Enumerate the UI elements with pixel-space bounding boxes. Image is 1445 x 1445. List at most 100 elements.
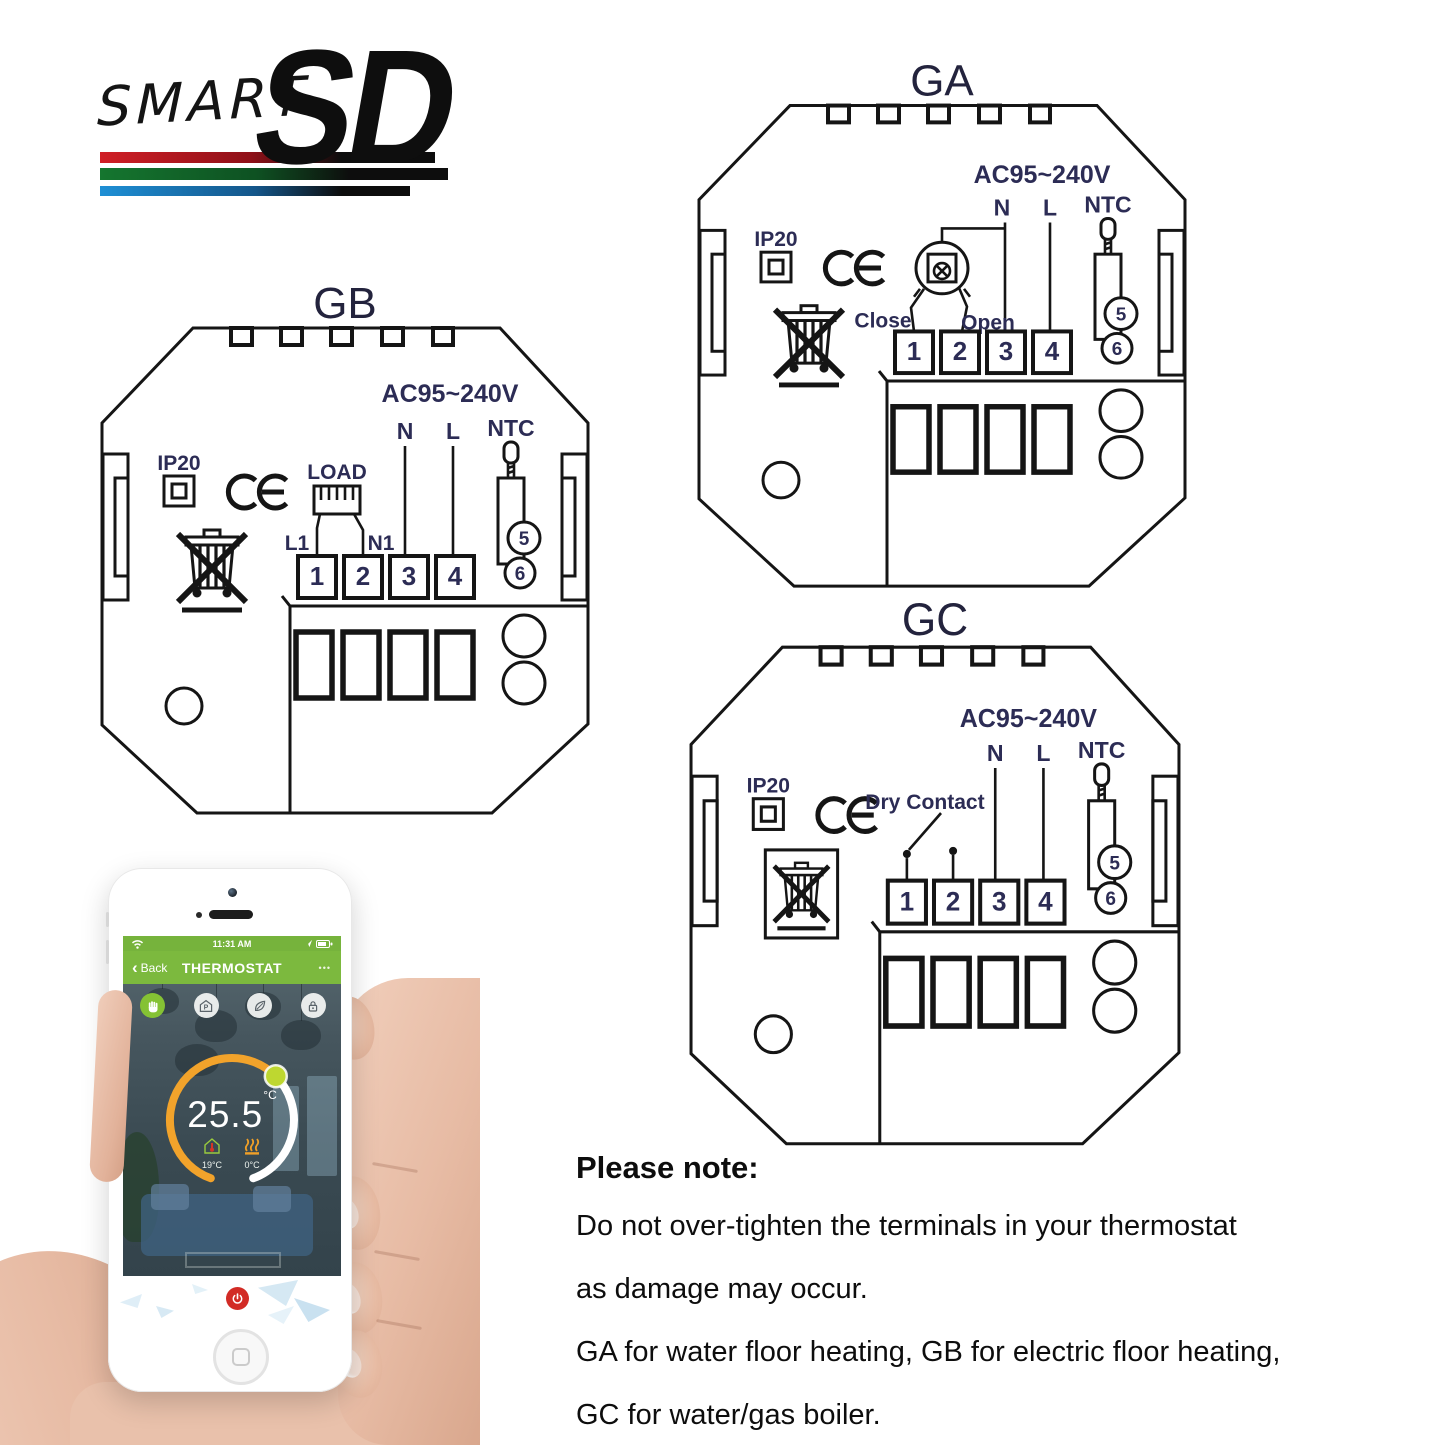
room-temp-icon (204, 1138, 220, 1154)
terminal-4: 4 (448, 561, 463, 591)
ip-rating-label: IP20 (747, 773, 790, 797)
note-line: GC for water/gas boiler. (576, 1399, 881, 1431)
back-button[interactable]: ‹ Back (132, 959, 167, 976)
room-temperature-reading: 19°C (202, 1136, 222, 1170)
temperature-dial (165, 1054, 298, 1183)
weee-box (763, 848, 840, 940)
wifi-icon (131, 939, 144, 949)
phone-in-hand: 11:31 AM ‹ B (0, 860, 480, 1445)
terminal-4: 4 (1045, 338, 1060, 366)
voltage-label: AC95~240V (960, 705, 1097, 733)
ip-rating-label: IP20 (754, 228, 797, 251)
terminal-2: 2 (953, 338, 967, 366)
crystal-shard (120, 1294, 142, 1308)
live-label: L (446, 418, 460, 444)
n1-label: N1 (368, 532, 395, 555)
lamp-cord (301, 951, 302, 1021)
sensor-dot (196, 912, 202, 918)
dry-contact-label: Dry Contact (865, 790, 984, 814)
diagram-gb-title: GB (313, 279, 377, 328)
app-title: THERMOSTAT (181, 959, 283, 976)
lock-icon (309, 1000, 318, 1012)
load-element-icon (312, 484, 362, 516)
live-label: L (1036, 740, 1050, 766)
sensor-terminal-5-circle (1103, 296, 1139, 331)
terminal-3: 3 (992, 886, 1007, 916)
away-mode-button[interactable]: P (193, 993, 219, 1018)
temperature-display: 25.5°C (152, 1088, 312, 1136)
home-button[interactable] (213, 1329, 269, 1385)
nav-bar: ‹ Back THERMOSTAT ••• (123, 951, 341, 984)
dial-knob[interactable] (263, 1063, 289, 1089)
logo-stripe-red (100, 152, 435, 163)
pillow (151, 1184, 189, 1210)
neutral-label: N (994, 195, 1011, 221)
voltage-label: AC95~240V (382, 380, 519, 408)
lock-button[interactable] (300, 993, 326, 1018)
power-button[interactable] (226, 1287, 249, 1310)
sensor-terminal-5-circle (506, 520, 542, 556)
mute-switch[interactable] (106, 912, 109, 927)
menu-button[interactable]: ••• (318, 962, 331, 973)
eco-mode-button[interactable] (247, 993, 273, 1018)
note-line: Do not over-tighten the terminals in you… (576, 1210, 1237, 1242)
back-chevron-icon: ‹ (132, 958, 138, 977)
volume-button[interactable] (106, 940, 109, 964)
l1-label: L1 (285, 532, 310, 555)
smartphone: 11:31 AM ‹ B (106, 868, 352, 1392)
note-block: Please note: Do not over-tighten the ter… (576, 1150, 1441, 1445)
coffee-table (185, 1252, 281, 1268)
crystal-pattern (108, 1276, 352, 1326)
terminal-1: 1 (310, 561, 324, 591)
heating-icon (244, 1138, 260, 1155)
manual-mode-button[interactable] (140, 993, 165, 1018)
readings-row: 19°C 0°C (152, 1136, 312, 1170)
dial-track-arc (249, 1072, 298, 1183)
svg-text:P: P (204, 1004, 209, 1011)
diagram-ga: GA AC95~240V N L NTC IP20 (692, 56, 1192, 596)
sensor-terminal-6: 6 (1112, 339, 1123, 360)
terminal-3: 3 (402, 561, 416, 591)
fingers (321, 978, 480, 1445)
pendant-lamp (281, 1020, 321, 1050)
room-temp-value: 19°C (201, 1160, 223, 1170)
terminal-4: 4 (1038, 886, 1053, 916)
terminal-3: 3 (999, 338, 1013, 366)
hand-icon (148, 1000, 157, 1012)
home-p-icon: P (199, 999, 213, 1012)
ip-rating-label: IP20 (157, 452, 200, 475)
load-n1-wire (352, 513, 365, 556)
diagram-gc-title: GC (902, 596, 968, 645)
status-bar: 11:31 AM (123, 936, 341, 951)
floor-heating-reading: 0°C (242, 1136, 262, 1170)
sensor-terminal-6-circle (503, 556, 537, 590)
earpiece-speaker (209, 910, 253, 919)
temperature-value: 25.5 (187, 1094, 264, 1135)
location-arrow-icon (304, 939, 313, 948)
crystal-shard (258, 1280, 298, 1306)
voltage-label: AC95~240V (974, 161, 1111, 189)
sensor-terminal-6: 6 (1105, 889, 1116, 910)
status-time: 11:31 AM (212, 938, 252, 949)
neutral-label: N (987, 740, 1004, 766)
power-icon (232, 1293, 243, 1304)
sensor-terminal-5: 5 (519, 529, 530, 550)
close-wire (909, 288, 926, 332)
pillow (253, 1186, 291, 1212)
live-label: L (1043, 195, 1057, 221)
terminal-1: 1 (907, 338, 921, 366)
open-wire (957, 287, 969, 332)
note-title: Please note: (576, 1150, 759, 1185)
sensor-terminal-5-circle (1097, 844, 1133, 881)
front-camera (228, 888, 237, 897)
neutral-label: N (397, 418, 414, 444)
mode-icon-row: P (140, 993, 326, 1018)
open-label: Open (961, 312, 1015, 335)
app-screen: 11:31 AM ‹ B (123, 936, 341, 1276)
diagram-gc: GC AC95~240V N L NTC IP20 Dry Contact (684, 596, 1186, 1154)
sensor-terminal-5: 5 (1109, 853, 1120, 874)
logo-sd-text: SD (241, 16, 467, 199)
finger-crease (376, 1319, 422, 1330)
floor-temp-value: 0°C (244, 1160, 260, 1170)
